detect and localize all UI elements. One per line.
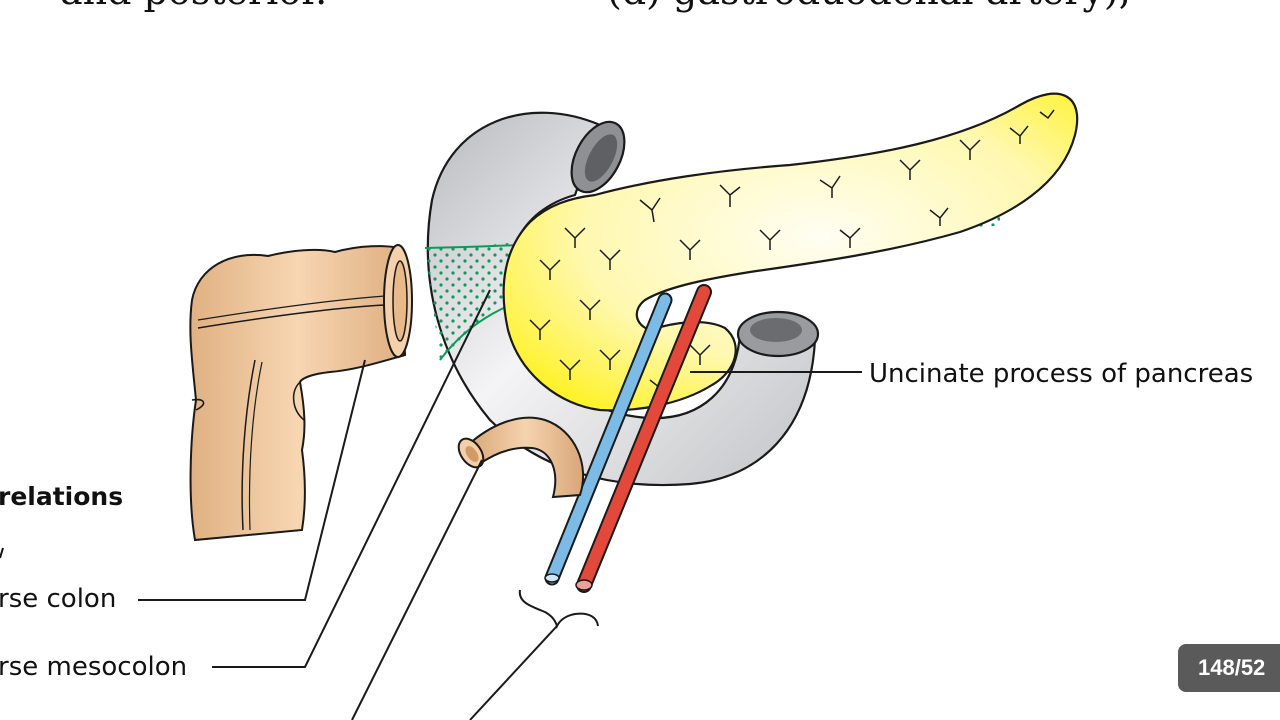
label-transverse-colon: rse colon [0, 584, 116, 614]
label-uncinate-process: Uncinate process of pancreas [869, 359, 1253, 389]
leader-jejunum [351, 459, 483, 720]
superior-mesenteric-vein [544, 292, 673, 586]
jejunum [457, 416, 585, 499]
label-transverse-mesocolon: rse mesocolon [0, 652, 187, 682]
relations-heading: relations [0, 482, 123, 511]
superior-mesenteric-artery [575, 284, 712, 593]
leader-vessels [469, 625, 558, 720]
vessels-brace [518, 589, 599, 629]
page-indicator: 148/52 [1178, 644, 1280, 692]
text-fragment-mark [0, 547, 4, 559]
leader-transverse-colon [138, 359, 366, 601]
top-text-right: (d) gastroduodenal artery), [607, 0, 1131, 13]
duodenum [426, 111, 820, 487]
top-text-left: and posterior. [60, 0, 327, 13]
leader-transverse-mesocolon [212, 289, 491, 668]
transverse-colon [189, 244, 413, 542]
